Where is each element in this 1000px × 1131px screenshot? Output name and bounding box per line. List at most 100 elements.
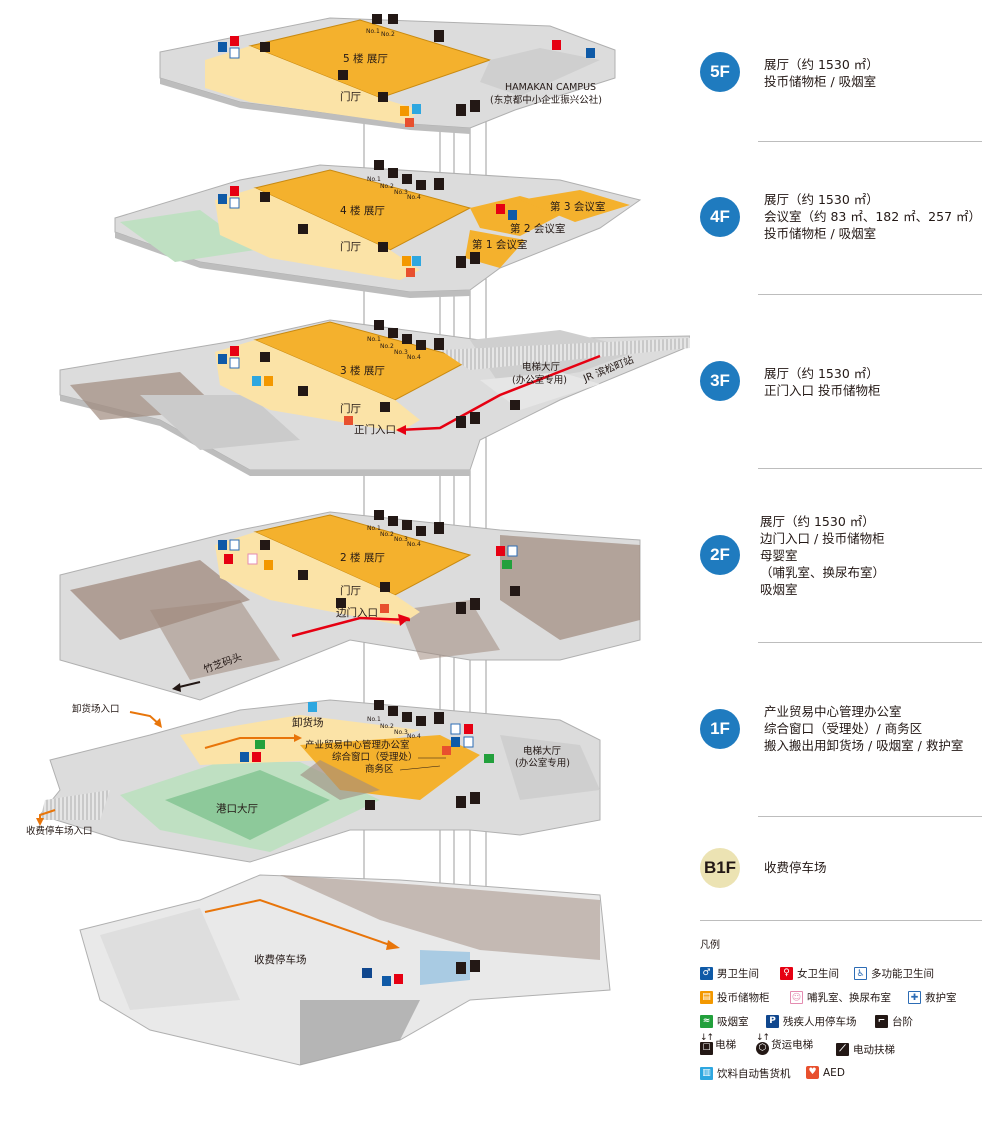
female-toilet-icon bbox=[394, 974, 403, 984]
female-toilet-icon bbox=[230, 346, 239, 356]
stairs-icon bbox=[260, 192, 270, 202]
floor-4f: 4 楼 展厅 门厅 第 1 会议室 第 2 会议室 第 3 会议室 No.1 N… bbox=[114, 160, 642, 298]
escalator-icon: ⟋ bbox=[836, 1043, 849, 1056]
floor-1f: 卸货场入口 卸货场 产业贸易中心管理办公室 综合窗口（受理处） 商务区 电梯大厅… bbox=[26, 699, 601, 863]
elevator-no4-label: No.4 bbox=[407, 354, 421, 361]
legend-label: 哺乳室、换尿布室 bbox=[807, 992, 891, 1004]
divider bbox=[758, 642, 982, 643]
aed-icon: ♥ bbox=[806, 1066, 819, 1079]
first-aid-icon: ✚ bbox=[908, 991, 921, 1004]
legend-item-freight-elevator: ↓↑ ⬡ 货运电梯 bbox=[756, 1034, 813, 1055]
freight-elevator-icon bbox=[388, 328, 398, 338]
elevator-icon bbox=[434, 178, 444, 190]
f5-hall-label: 5 楼 展厅 bbox=[343, 52, 388, 65]
elevator-icon bbox=[456, 256, 466, 268]
freight-elevator-icon bbox=[402, 334, 412, 344]
floor-5f: 5 楼 展厅 门厅 HAMAKAN CAMPUS (东京都中小企业振兴公社) N… bbox=[159, 14, 616, 134]
f1-elev-hall-label: 电梯大厅 bbox=[523, 745, 562, 757]
legend-item-aed: ♥ AED bbox=[806, 1066, 845, 1079]
floor-badge-1f[interactable]: 1F bbox=[700, 709, 740, 749]
legend-label: 残疾人用停车场 bbox=[783, 1016, 857, 1028]
legend-label: 投币储物柜 bbox=[717, 992, 770, 1004]
f1-window-label: 综合窗口（受理处） bbox=[332, 751, 418, 763]
legend-item-escalator: ⟋ 电动扶梯 bbox=[836, 1042, 895, 1057]
accessible-parking-icon bbox=[362, 968, 372, 978]
elevator-no2-label: No.2 bbox=[381, 31, 395, 38]
floor-desc-line: 边门入口 / 投币储物柜 bbox=[760, 531, 885, 546]
elevator-no1-label: No.1 bbox=[367, 525, 381, 532]
accessible-toilet-icon bbox=[229, 357, 240, 369]
floor-badge-5f[interactable]: 5F bbox=[700, 52, 740, 92]
stairs-icon: ⌐ bbox=[875, 1015, 888, 1028]
accessible-toilet-icon: ♿ bbox=[854, 967, 867, 980]
f5-campus-label: HAMAKAN CAMPUS bbox=[505, 82, 596, 93]
legend-item-accessible-toilet: ♿ 多功能卫生间 bbox=[854, 966, 934, 981]
legend-label: 货运电梯 bbox=[771, 1039, 814, 1051]
elevator-icon bbox=[470, 792, 480, 804]
floor-info-2f: 2F 展厅（约 1530 ㎡） 边门入口 / 投币储物柜 母婴室 （哺乳室、换尿… bbox=[700, 514, 982, 597]
female-toilet-icon bbox=[224, 554, 233, 564]
floor-badge-2f[interactable]: 2F bbox=[700, 535, 740, 575]
male-toilet-icon bbox=[382, 976, 391, 986]
elevator-no4-label: No.4 bbox=[407, 733, 421, 740]
legend-label: 女卫生间 bbox=[797, 968, 839, 980]
stairs-icon bbox=[380, 402, 390, 412]
coin-locker-icon bbox=[400, 106, 409, 116]
floor-desc-line: 展厅（约 1530 ㎡） bbox=[764, 57, 879, 72]
escalator-icon bbox=[336, 598, 346, 608]
freight-elevator-icon bbox=[416, 716, 426, 726]
f4-conf2-label: 第 2 会议室 bbox=[510, 222, 565, 235]
elevator-icon bbox=[456, 602, 466, 614]
aed-icon bbox=[380, 604, 389, 613]
floor-3f: 3 楼 展厅 门厅 正门入口 电梯大厅 (办公室专用) JR 滨松町站 No.1… bbox=[59, 319, 690, 476]
freight-elevator-icon bbox=[416, 180, 426, 190]
male-toilet-icon bbox=[218, 354, 227, 364]
freight-elevator-icon bbox=[416, 526, 426, 536]
accessible-toilet-icon bbox=[229, 197, 240, 209]
legend-item-female-toilet: ♀ 女卫生间 bbox=[780, 966, 839, 981]
male-toilet-icon: ♂ bbox=[700, 967, 713, 980]
f3-lobby-label: 门厅 bbox=[340, 402, 361, 415]
stairs-icon bbox=[338, 70, 348, 80]
floor-2f: 2 楼 展厅 门厅 边门入口 竹芝码头 No.1 No.2 No.3 No.4 bbox=[59, 510, 641, 701]
floor-map: 5 楼 展厅 门厅 HAMAKAN CAMPUS (东京都中小企业振兴公社) N… bbox=[26, 14, 690, 1066]
female-toilet-icon bbox=[464, 724, 473, 734]
first-aid-icon bbox=[450, 723, 461, 735]
legend-label: 电动扶梯 bbox=[853, 1044, 895, 1056]
elevator-icon: ↓↑ ☐ bbox=[700, 1033, 714, 1055]
legend-item-nursing-room: ☺ 哺乳室、换尿布室 bbox=[790, 990, 891, 1005]
elevator-icon bbox=[434, 338, 444, 350]
floor-info-3f: 3F 展厅（约 1530 ㎡） 正门入口 投币储物柜 bbox=[700, 361, 982, 421]
accessible-toilet-icon bbox=[229, 539, 240, 551]
elevator-no3-label: No.3 bbox=[394, 189, 408, 196]
f4-hall-label: 4 楼 展厅 bbox=[340, 204, 385, 217]
elevator-icon bbox=[456, 104, 466, 116]
male-toilet-icon bbox=[218, 194, 227, 204]
freight-elevator-icon bbox=[374, 320, 384, 330]
floor-b1f: 收费停车场 bbox=[79, 874, 611, 1066]
elevator-icon bbox=[456, 416, 466, 428]
female-toilet-icon bbox=[252, 752, 261, 762]
legend-item-stairs: ⌐ 台阶 bbox=[875, 1014, 913, 1029]
coin-locker-icon bbox=[264, 376, 273, 386]
main-entrance-route bbox=[397, 354, 601, 432]
floor-badge-4f[interactable]: 4F bbox=[700, 197, 740, 237]
elevator-no1-label: No.1 bbox=[367, 176, 381, 183]
freight-elevator-icon: ↓↑ ⬡ bbox=[756, 1033, 770, 1055]
female-toilet-icon bbox=[230, 186, 239, 196]
f1-port-hall-label: 港口大厅 bbox=[216, 802, 258, 815]
f4-conf1-label: 第 1 会议室 bbox=[472, 238, 527, 251]
nursing-room-icon bbox=[247, 553, 258, 565]
floor-info-panel: 5F 展厅（约 1530 ㎡） 投币储物柜 / 吸烟室 4F 展厅（约 1530… bbox=[700, 0, 1000, 1131]
legend-label: AED bbox=[823, 1066, 845, 1079]
floor-desc-line: 收费停车场 bbox=[764, 860, 827, 875]
elevator-no1-label: No.1 bbox=[366, 28, 380, 35]
divider bbox=[758, 816, 982, 817]
male-toilet-icon bbox=[240, 752, 249, 762]
legend-label: 台阶 bbox=[892, 1016, 913, 1028]
smoking-room-icon bbox=[502, 560, 512, 569]
vending-machine-icon bbox=[412, 104, 421, 114]
floor-badge-3f[interactable]: 3F bbox=[700, 361, 740, 401]
divider bbox=[700, 920, 982, 921]
floor-badge-b1f[interactable]: B1F bbox=[700, 848, 740, 888]
